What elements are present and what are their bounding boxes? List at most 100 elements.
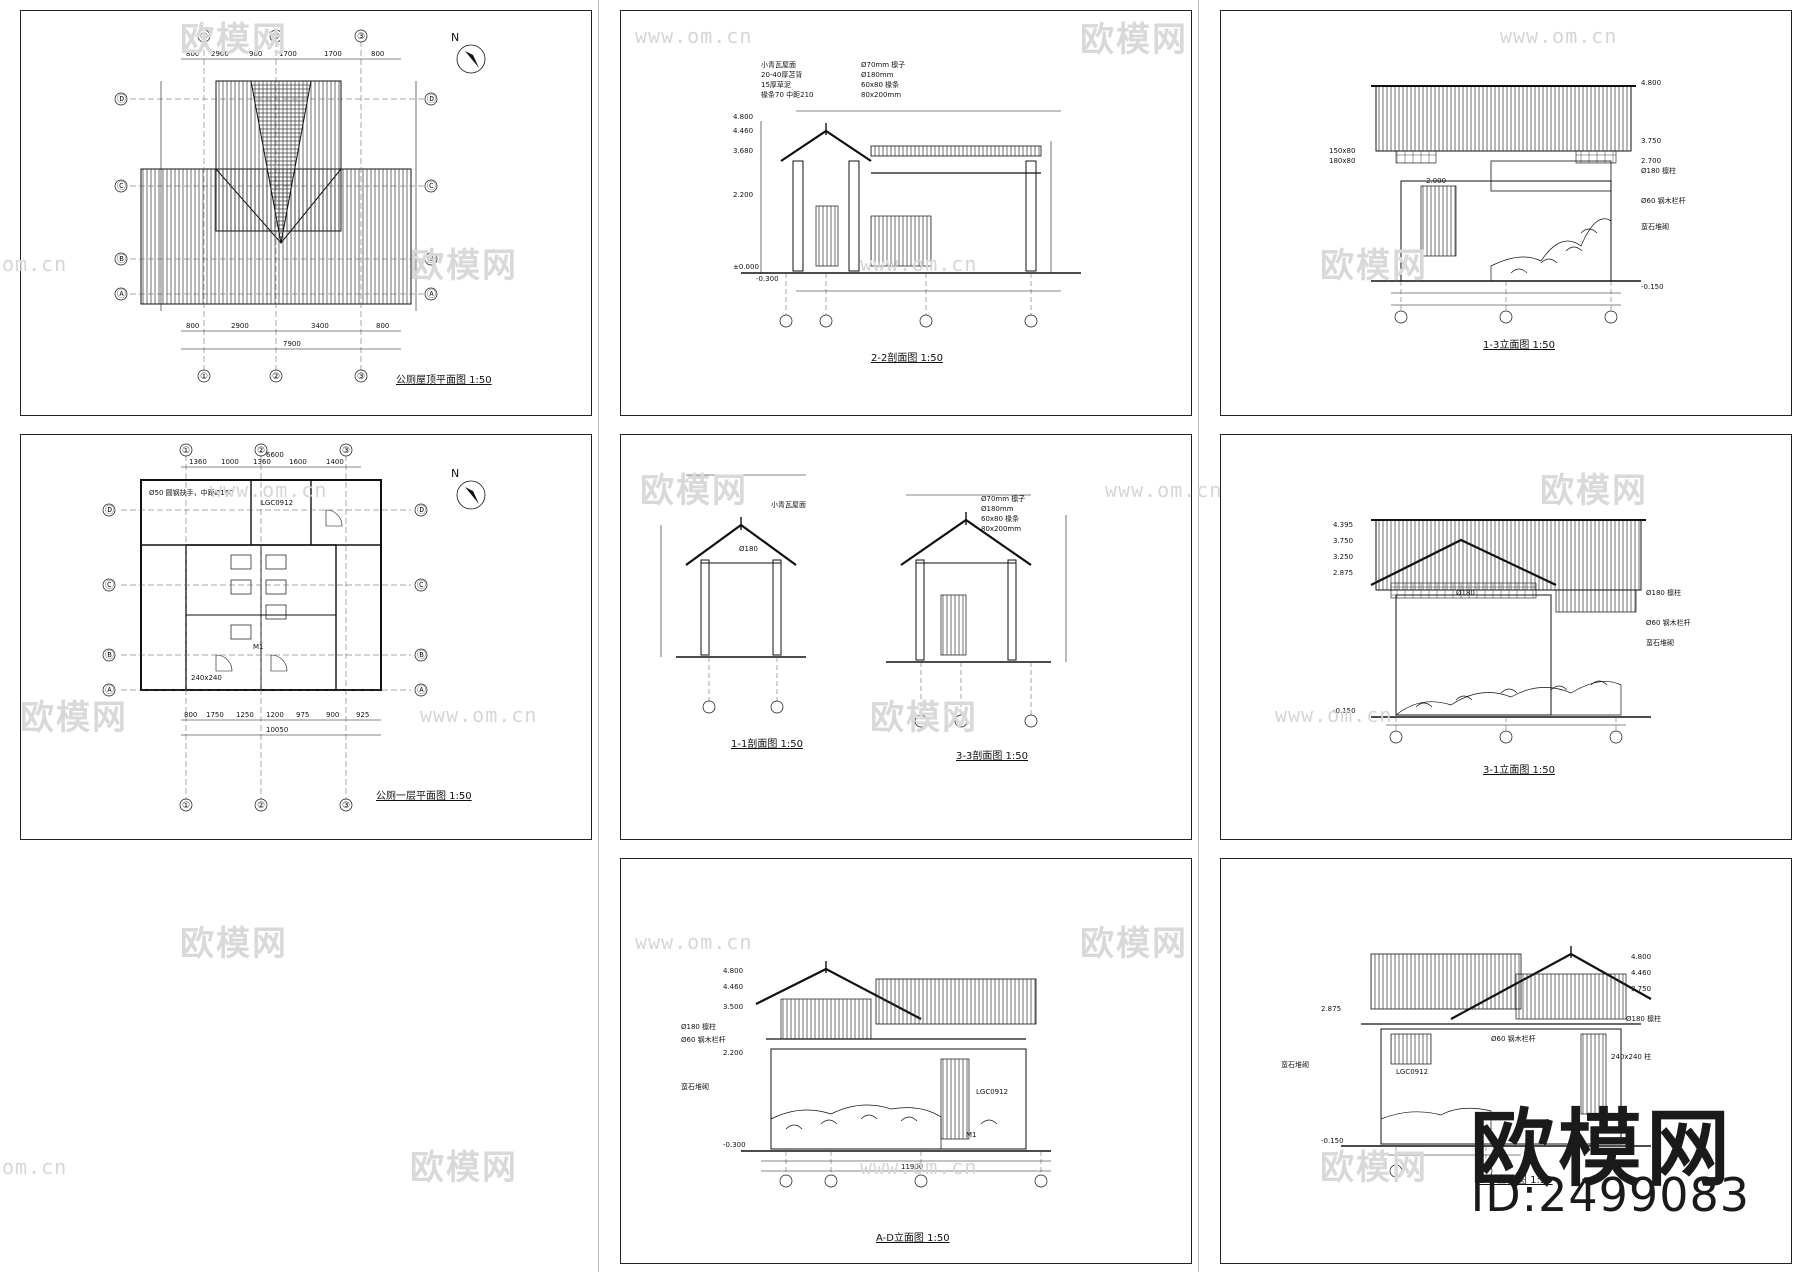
- floor-plan-drawing: ① ② ③ ① ② ③ Ⓓ Ⓒ Ⓑ Ⓐ Ⓓ Ⓒ Ⓑ Ⓐ 1360 1000 13…: [102, 443, 486, 812]
- dim-total: 6600: [266, 451, 284, 459]
- axis-label: ③: [342, 446, 350, 456]
- axis-label: ②: [272, 32, 280, 42]
- axis-label: Ⓑ: [105, 650, 114, 661]
- dim-text: 1360: [253, 458, 271, 466]
- note-text: LGC0912: [261, 499, 293, 507]
- dim-text: 800: [186, 322, 199, 330]
- note-text: 15厚草泥: [761, 80, 791, 89]
- elev-text: 3.750: [1641, 137, 1661, 145]
- elev-text: -0.150: [1641, 283, 1664, 291]
- note-text: M1: [966, 1131, 977, 1139]
- elev-text: 3.250: [1333, 553, 1353, 561]
- axis-label: Ⓒ: [117, 181, 126, 192]
- caption-elevation-a-d: A-D立面图 1:50: [876, 1233, 950, 1244]
- dim-text: 975: [296, 711, 309, 719]
- elevation-d-a-drawing: Ø180 檩柱 Ø60 钢木栏杆 LGC0912 240x240 柱 蛮石堆砌 …: [1281, 946, 1661, 1178]
- elev-text: 2.000: [1426, 177, 1446, 185]
- dim-text: 1000: [221, 458, 239, 466]
- note-text: Ø60 钢木栏杆: [1641, 196, 1686, 205]
- sheet-roof-plan: ① ② ③ ① ② ③ Ⓓ Ⓒ Ⓑ Ⓐ Ⓓ Ⓒ Ⓑ Ⓐ 800 2900 900…: [20, 10, 592, 416]
- sheet-elevation-1-3: 150x80 180x80 Ø180 檩柱 Ø60 钢木栏杆 蛮石堆砌 4.80…: [1220, 10, 1792, 416]
- brand-id: ID:2499083: [1470, 1168, 1750, 1222]
- axis-label: ③: [357, 32, 365, 42]
- caption-elevation-d-a: D-A立面图 1:50: [1479, 1175, 1553, 1186]
- axis-label: Ⓒ: [427, 181, 436, 192]
- axis-label: Ⓐ: [427, 289, 436, 300]
- caption-section-1-1: 1-1剖面图 1:50: [731, 739, 803, 750]
- elev-text: 2.700: [1641, 157, 1661, 165]
- note-text: Ø180 檩柱: [1641, 166, 1676, 175]
- note-text: Ø50 圆钢扶手，中距Ø160: [149, 488, 234, 497]
- note-text: 150x80: [1329, 147, 1355, 155]
- note-text: 小青瓦屋面: [771, 500, 806, 509]
- note-text: 蛮石堆砌: [1641, 222, 1669, 231]
- note-text: 80x200mm: [981, 525, 1021, 533]
- sheet-elevation-d-a: Ø180 檩柱 Ø60 钢木栏杆 LGC0912 240x240 柱 蛮石堆砌 …: [1220, 858, 1792, 1264]
- brand-logo-text: 欧模网: [1469, 1100, 1734, 1198]
- dim-text: 925: [356, 711, 369, 719]
- elev-text: 4.800: [723, 967, 743, 975]
- elev-text: ±0.000: [733, 263, 759, 271]
- section-2-2-drawing: 小青瓦屋面 20-40厚苫背 15厚草泥 椽条70 中距210 Ø70mm 檩子…: [733, 60, 1081, 328]
- axis-label: ②: [257, 446, 265, 456]
- sheet-elevation-3-1: Ø180 Ø180 檩柱 Ø60 钢木栏杆 蛮石堆砌 4.395 3.750 3…: [1220, 434, 1792, 840]
- sheet-elevation-a-d: 11900 Ø180 檩柱 Ø60 钢木栏杆 LGC0912 M1 蛮石堆砌 4…: [620, 858, 1192, 1264]
- elev-text: -0.150: [1333, 707, 1356, 715]
- axis-label: Ⓑ: [117, 254, 126, 265]
- elev-text: 2.200: [723, 1049, 743, 1057]
- axis-label: Ⓓ: [427, 94, 436, 105]
- dim-text: 800: [186, 50, 199, 58]
- axis-label: ①: [182, 446, 190, 456]
- dim-total: 11900: [901, 1163, 923, 1171]
- elev-text: 4.395: [1333, 521, 1353, 529]
- caption-floor-plan: 公厕一层平面图 1:50: [376, 791, 472, 802]
- note-text: Ø180 檩柱: [1646, 588, 1681, 597]
- note-text: Ø60 钢木栏杆: [681, 1035, 726, 1044]
- note-text: LGC0912: [976, 1088, 1008, 1096]
- dim-text: 1700: [279, 50, 297, 58]
- dim-text: 1250: [236, 711, 254, 719]
- axis-label: Ⓑ: [417, 650, 426, 661]
- elev-text: 4.460: [723, 983, 743, 991]
- caption-elevation-1-3: 1-3立面图 1:50: [1483, 340, 1555, 351]
- dim-total: 7900: [283, 340, 301, 348]
- watermark-text: 欧模网: [180, 924, 288, 964]
- dim-text: 1600: [289, 458, 307, 466]
- dim-text: 800: [371, 50, 384, 58]
- watermark-url: om.cn: [2, 1155, 68, 1179]
- note-text: M1: [253, 643, 264, 651]
- axis-label: Ⓓ: [105, 505, 114, 516]
- note-text: 240x240 柱: [1611, 1052, 1651, 1061]
- note-text: 60x80 椽条: [981, 514, 1019, 523]
- dim-text: 1400: [326, 458, 344, 466]
- note-text: 20-40厚苫背: [761, 70, 802, 79]
- elev-text: 3.750: [1631, 985, 1651, 993]
- note-text: Ø60 钢木栏杆: [1491, 1034, 1536, 1043]
- elev-text: 2.875: [1333, 569, 1353, 577]
- axis-label: ②: [257, 801, 265, 811]
- dim-text: 2900: [231, 322, 249, 330]
- note-text: 椽条70 中距210: [761, 90, 814, 99]
- elev-text: 4.800: [1641, 79, 1661, 87]
- dim-text: 1200: [266, 711, 284, 719]
- axis-label: ①: [182, 801, 190, 811]
- note-text: Ø180mm: [861, 71, 894, 79]
- note-text: Ø180: [739, 545, 758, 553]
- note-text: Ø70mm 檩子: [981, 494, 1025, 503]
- caption-roof-plan: 公厕屋顶平面图 1:50: [396, 375, 492, 386]
- dim-text: 3400: [311, 322, 329, 330]
- axis-label: ②: [272, 372, 280, 382]
- north-arrow-icon: [456, 44, 486, 74]
- elev-text: 3.500: [723, 1003, 743, 1011]
- note-text: Ø180mm: [981, 505, 1014, 513]
- note-text: Ø70mm 檩子: [861, 60, 905, 69]
- note-text: 60x80 椽条: [861, 80, 899, 89]
- north-label: N: [451, 31, 459, 44]
- note-text: 小青瓦屋面: [761, 60, 796, 69]
- axis-label: Ⓐ: [117, 289, 126, 300]
- elevation-3-1-drawing: Ø180 Ø180 檩柱 Ø60 钢木栏杆 蛮石堆砌 4.395 3.750 3…: [1333, 519, 1691, 744]
- caption-section-3-3: 3-3剖面图 1:50: [956, 751, 1028, 762]
- north-label: N: [451, 467, 459, 480]
- elev-text: 4.800: [733, 113, 753, 121]
- axis-label: ③: [342, 801, 350, 811]
